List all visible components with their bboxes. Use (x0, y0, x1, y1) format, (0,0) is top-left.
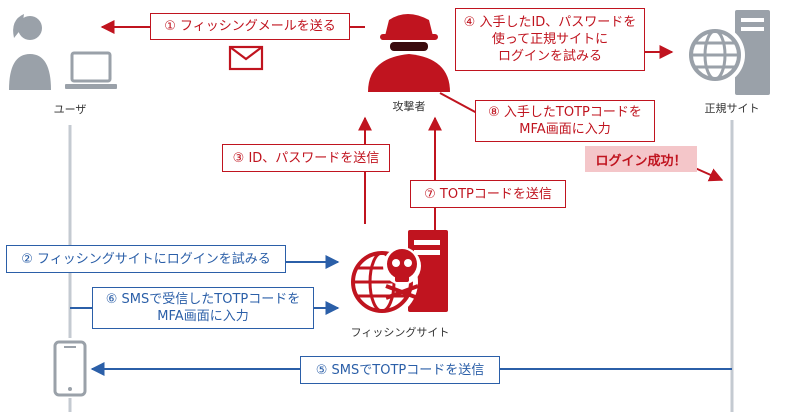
laptop-icon (65, 51, 117, 89)
step8-line1: ⑧ 入手したTOTPコードを (488, 105, 642, 120)
user-label: ユーザ (53, 103, 87, 116)
login-success-text: ログイン成功！ (595, 153, 687, 169)
step7-text: ⑦ TOTPコードを送信 (424, 186, 552, 202)
login-success-badge: ログイン成功！ (585, 146, 697, 172)
attacker-label: 攻撃者 (392, 100, 426, 113)
step7-box: ⑦ TOTPコードを送信 (410, 180, 566, 208)
step6-box: ⑥ SMSで受信したTOTPコードを MFA画面に入力 (92, 287, 314, 329)
step6-line2: MFA画面に入力 (157, 309, 249, 324)
phishing-site-label: フィッシングサイト (350, 326, 450, 339)
step2-text: ② フィッシングサイトにログインを試みる (21, 251, 271, 267)
step2-box: ② フィッシングサイトにログインを試みる (6, 245, 286, 273)
step8-line2: MFA画面に入力 (519, 122, 611, 137)
phishing-site-icon (346, 230, 448, 318)
step3-box: ③ ID、パスワードを送信 (222, 144, 390, 172)
step4-box: ④ 入手したID、パスワードを 使って正規サイトに ログインを試みる (455, 8, 645, 71)
step8-box: ⑧ 入手したTOTPコードを MFA画面に入力 (475, 100, 655, 142)
step3-text: ③ ID、パスワードを送信 (232, 150, 380, 166)
server-globe-icon (685, 10, 770, 95)
step4-line3: ログインを試みる (497, 49, 602, 64)
envelope-icon (228, 45, 264, 71)
step4-line1: ④ 入手したID、パスワードを (463, 15, 637, 30)
smartphone-icon (53, 340, 87, 397)
attacker-icon (368, 14, 450, 92)
user-icon (9, 14, 51, 90)
step5-text: ⑤ SMSでTOTPコードを送信 (315, 362, 485, 378)
arrow-step8-end (694, 167, 724, 182)
step6-line1: ⑥ SMSで受信したTOTPコードを (105, 292, 301, 307)
skull-icon (383, 247, 421, 300)
step4-line2: 使って正規サイトに (491, 32, 609, 47)
step1-box: ① フィッシングメールを送る (150, 13, 350, 40)
legit-site-label: 正規サイト (704, 102, 760, 115)
step5-box: ⑤ SMSでTOTPコードを送信 (300, 356, 500, 384)
step1-text: ① フィッシングメールを送る (164, 19, 336, 34)
